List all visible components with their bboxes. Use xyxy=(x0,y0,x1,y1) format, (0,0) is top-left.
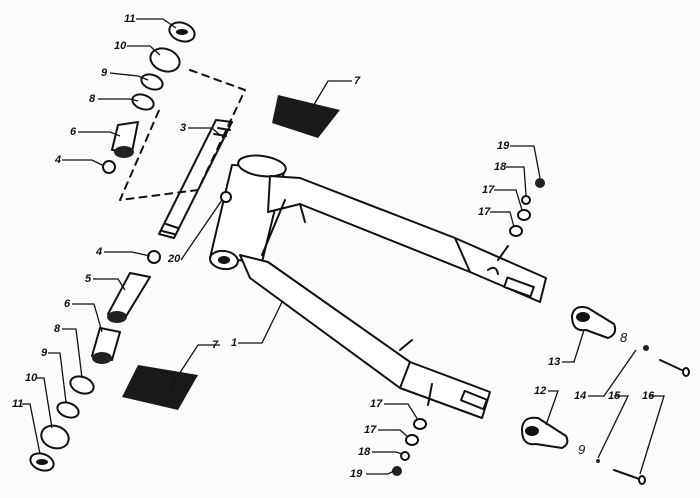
loose-mark-9: 9 xyxy=(578,442,585,457)
callout-17-lower-b: 17 xyxy=(364,424,377,436)
left-lower-stack xyxy=(29,250,161,472)
callout-5: 5 xyxy=(85,273,92,285)
callout-3: 3 xyxy=(180,122,186,134)
callout-14: 14 xyxy=(574,390,586,402)
callout-18-lower: 18 xyxy=(358,446,371,458)
right-lower-washers xyxy=(392,418,427,476)
callout-19-upper: 19 xyxy=(497,140,510,152)
callout-10-lower: 10 xyxy=(25,372,38,384)
callout-6-lower: 6 xyxy=(64,298,71,310)
bolt-16-lower xyxy=(613,469,646,485)
callout-17-lower-a: 17 xyxy=(370,398,383,410)
callout-1: 1 xyxy=(231,337,237,349)
swingarm xyxy=(209,154,547,419)
bolt-16-upper xyxy=(659,359,690,377)
nut-15 xyxy=(643,345,649,351)
left-upper-stack xyxy=(102,21,196,174)
callout-10-upper: 10 xyxy=(114,40,127,52)
callout-17-upper-a: 17 xyxy=(482,184,495,196)
pad-7-lower xyxy=(122,365,198,410)
loose-mark-8: 8 xyxy=(620,330,628,345)
callout-11-lower: 11 xyxy=(12,398,23,410)
pad-7-upper xyxy=(272,95,340,138)
pivot-shaft xyxy=(119,69,246,239)
callout-7-upper: 7 xyxy=(354,75,361,87)
callout-6-upper: 6 xyxy=(70,126,77,138)
callout-19-lower: 19 xyxy=(350,468,363,480)
callout-4-lower: 4 xyxy=(95,246,102,258)
callout-12: 12 xyxy=(534,385,546,397)
right-upper-washers xyxy=(509,178,545,237)
callout-20: 20 xyxy=(167,253,181,265)
callout-9-upper: 9 xyxy=(101,67,108,79)
callout-8-upper: 8 xyxy=(89,93,96,105)
callout-13: 13 xyxy=(548,356,560,368)
nut-15-lower xyxy=(596,459,600,463)
callout-15: 15 xyxy=(608,390,621,402)
callout-8-lower: 8 xyxy=(54,323,61,335)
nut-20 xyxy=(220,191,232,203)
chain-adjuster-12 xyxy=(521,416,569,449)
callout-9-lower: 9 xyxy=(41,347,48,359)
callout-7-lower: 7 xyxy=(212,339,219,351)
callout-labels: 11 10 9 8 6 4 3 20 7 19 18 17 17 4 5 6 8… xyxy=(12,13,655,480)
callout-16: 16 xyxy=(642,390,655,402)
callout-11-upper: 11 xyxy=(124,13,135,25)
chain-adjuster-13 xyxy=(571,306,617,339)
callout-17-upper-b: 17 xyxy=(478,206,491,218)
callout-18-upper: 18 xyxy=(494,161,507,173)
leader-lines xyxy=(22,18,665,475)
callout-4-upper: 4 xyxy=(54,154,61,166)
